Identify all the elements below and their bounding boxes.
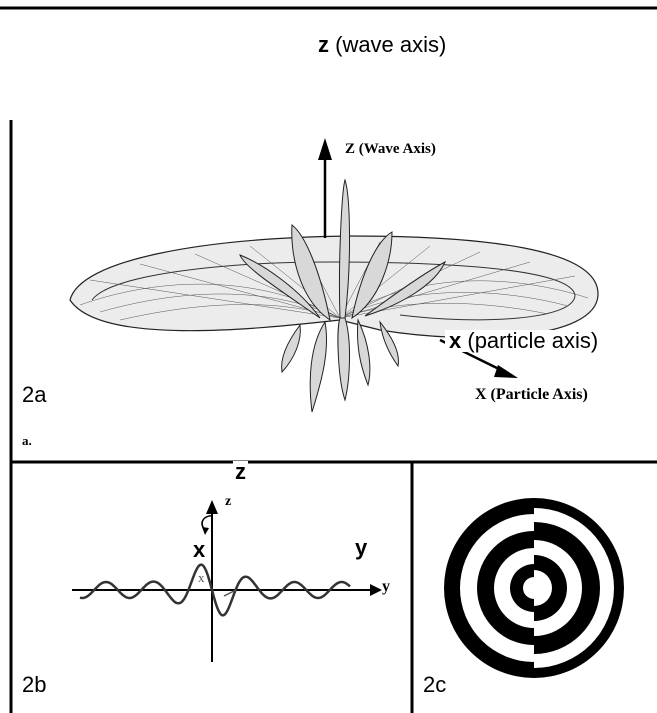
top-axis-caption-bold: z [318, 32, 329, 57]
figure-x-label: x [198, 570, 205, 585]
wave-axis-label: Z (Wave Axis) [345, 141, 436, 157]
figure-y-label: y [382, 578, 390, 595]
wave-figure [72, 500, 382, 662]
particle-axis-caption-bold: x [449, 328, 462, 353]
particle-axis-label: X (Particle Axis) [475, 386, 588, 403]
panel-2a-label: 2a [22, 382, 47, 407]
particle-axis-caption-rest: (particle axis) [461, 328, 599, 353]
helical-surface-figure [69, 138, 599, 413]
panel-a-sublabel: a. [22, 433, 32, 448]
panel-2b-z-caption: z [233, 459, 248, 484]
top-axis-caption-rest: (wave axis) [329, 32, 447, 57]
panel-2b-x-caption: x [193, 537, 206, 562]
particle-axis-caption: x (particle axis) [445, 328, 603, 353]
panel-2b-y-caption: y [355, 535, 368, 560]
panel-2b-label: 2b [22, 672, 47, 697]
figure-z-label: z [225, 494, 232, 509]
panel-2c-label: 2c [423, 672, 447, 697]
target-rings-figure [444, 498, 624, 678]
top-axis-caption: z (wave axis) [318, 34, 446, 56]
